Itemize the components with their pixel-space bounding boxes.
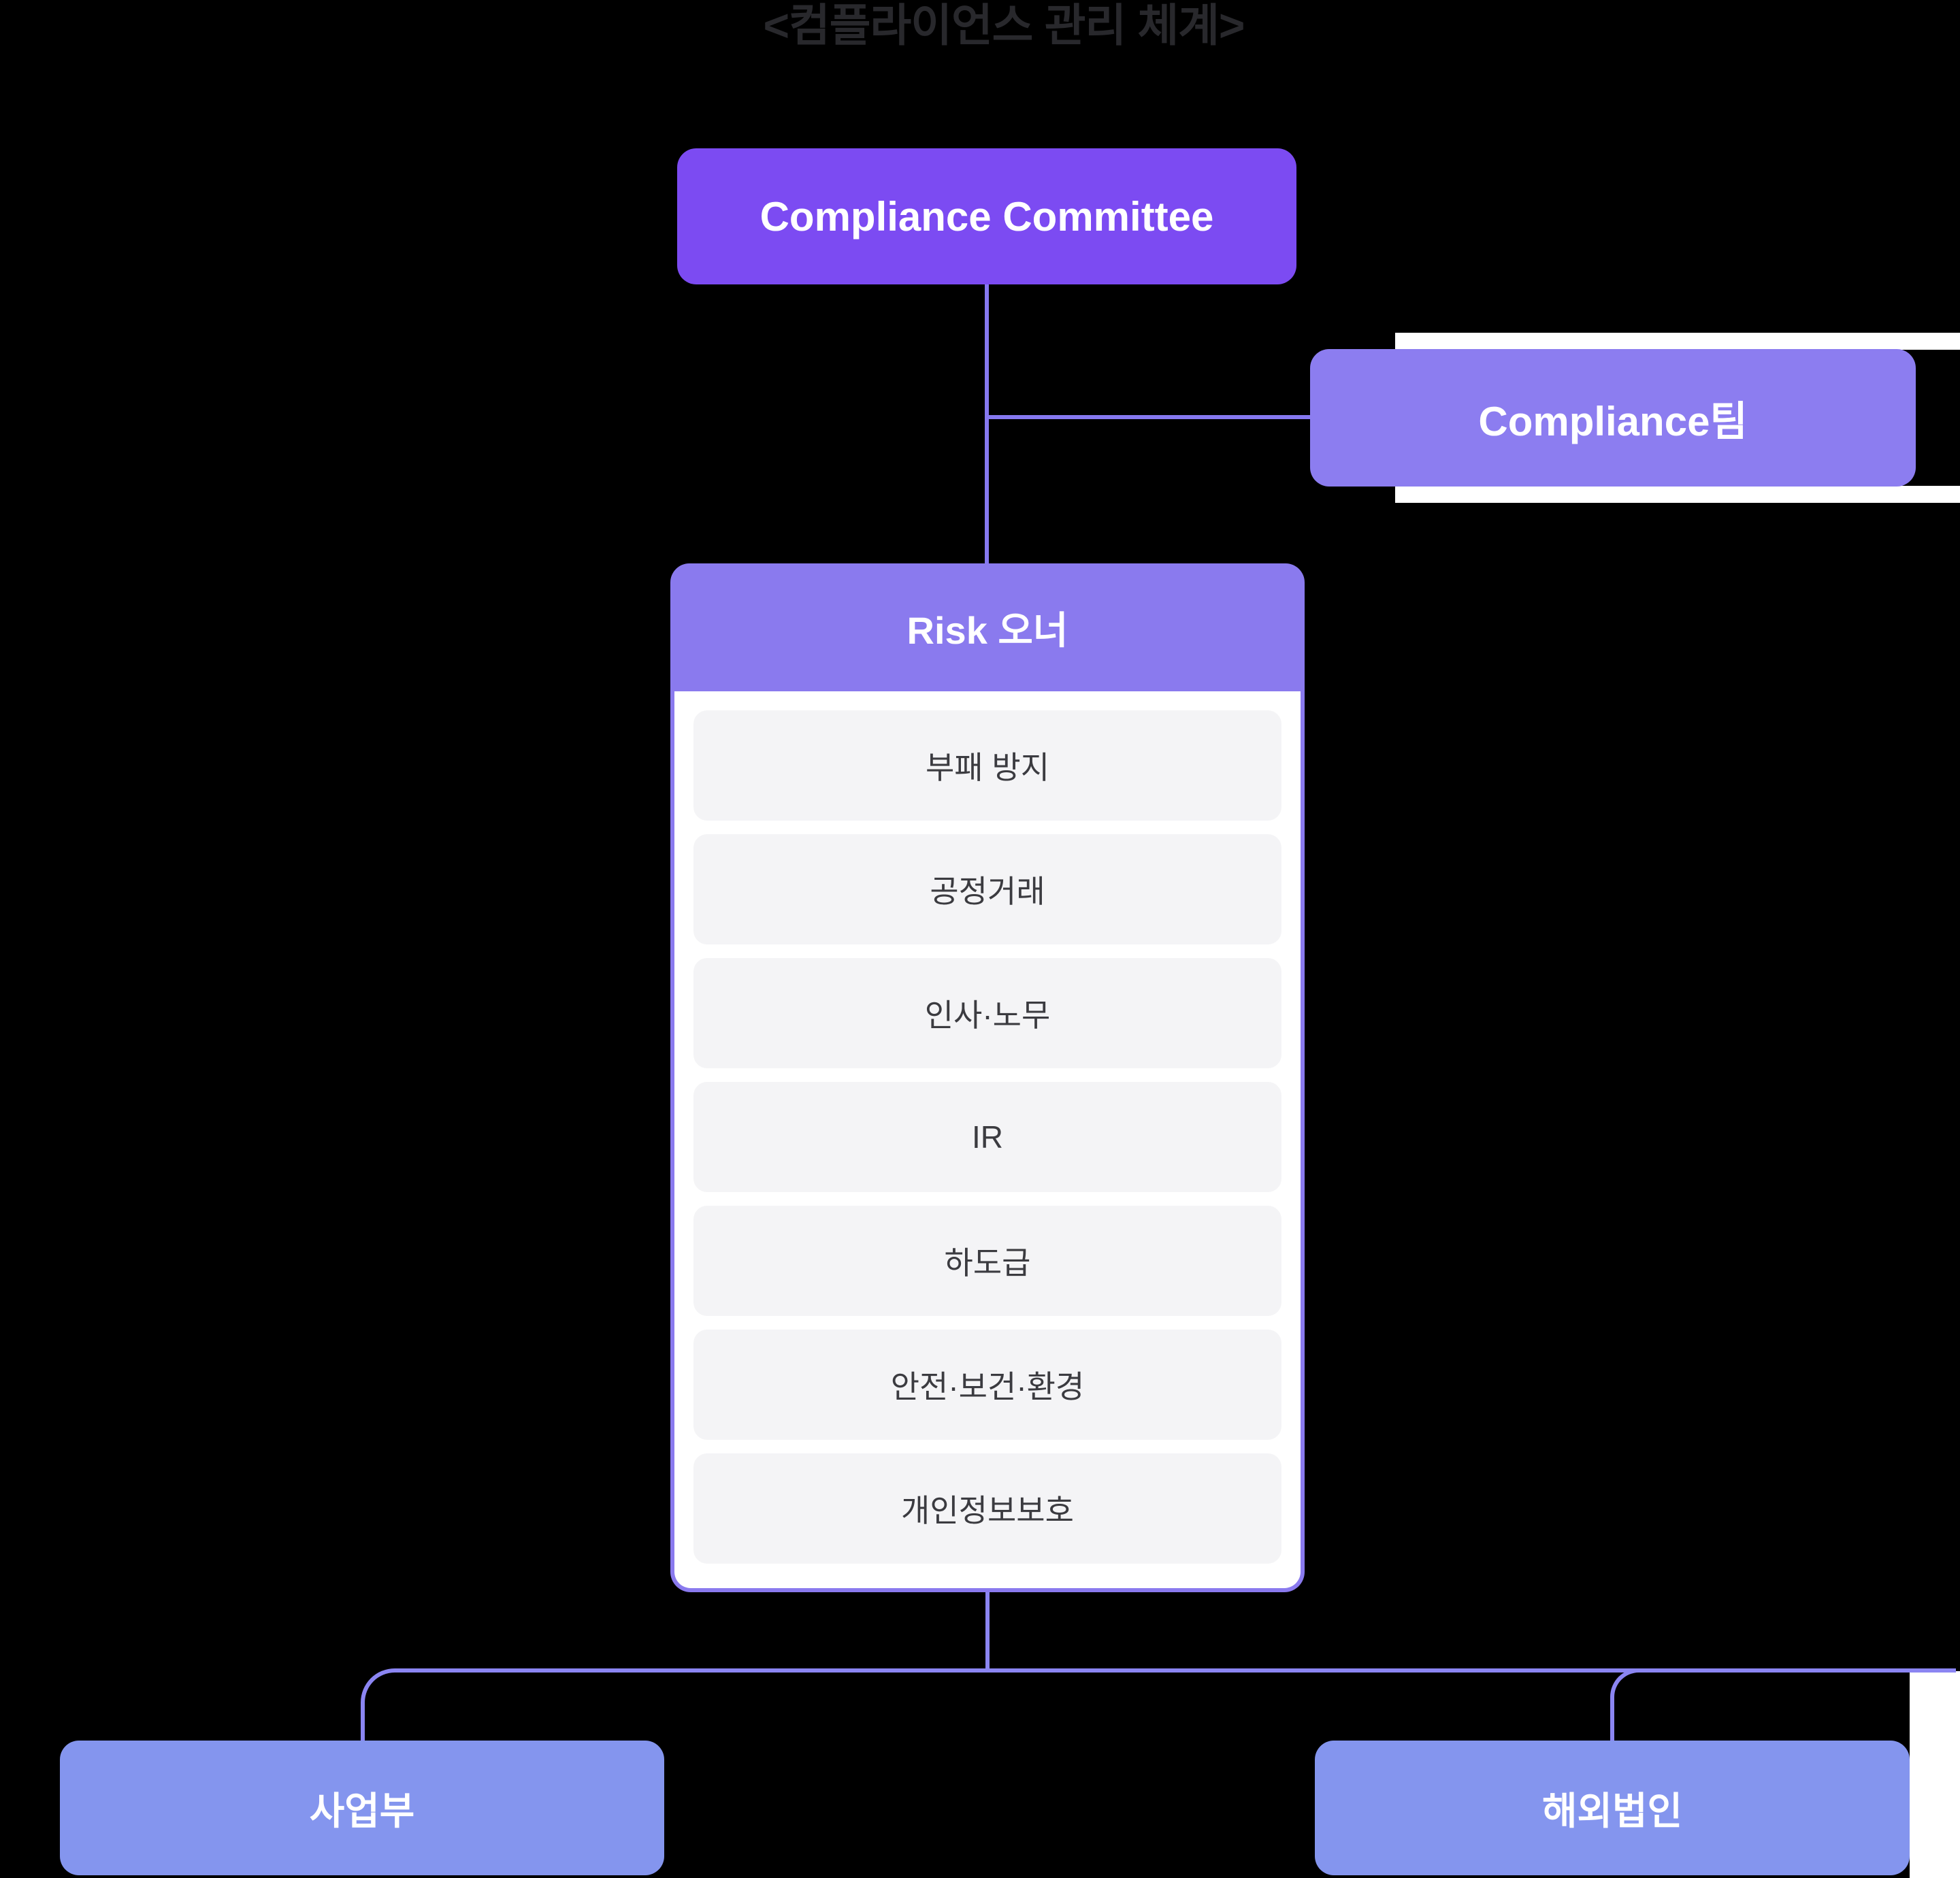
diagram-title: <컴플라이언스 관리 체계> xyxy=(763,0,1245,50)
risk-item-safety-health-environment: 안전·보건·환경 xyxy=(693,1330,1281,1440)
risk-item-hr-labor: 인사·노무 xyxy=(693,958,1281,1068)
node-business-division: 사업부 xyxy=(60,1741,664,1875)
background-gap-strip-above-team xyxy=(1395,333,1960,350)
risk-item-personal-data-protection: 개인정보보호 xyxy=(693,1453,1281,1564)
node-compliance-committee: Compliance Committee xyxy=(677,148,1296,284)
risk-owner-card-body: 부패 방지 공정거래 인사·노무 IR 하도급 안전·보건·환경 개인정보보호 xyxy=(670,691,1305,1592)
risk-item-label: 인사·노무 xyxy=(924,998,1051,1033)
risk-owner-card-header: Risk 오너 xyxy=(670,563,1305,691)
connector-overseas-drop xyxy=(1610,1668,1659,1741)
risk-item-subcontracting: 하도급 xyxy=(693,1206,1281,1316)
node-compliance-team: Compliance팀 xyxy=(1310,349,1916,487)
risk-item-anti-corruption: 부패 방지 xyxy=(693,710,1281,821)
connector-committee-to-risk-owner xyxy=(985,284,989,566)
risk-item-fair-trade: 공정거래 xyxy=(693,834,1281,944)
node-overseas-subsidiary: 해외법인 xyxy=(1315,1741,1910,1875)
connector-risk-card-to-bottom-rail xyxy=(985,1588,990,1673)
risk-item-label: 안전·보건·환경 xyxy=(890,1369,1085,1404)
node-business-division-label: 사업부 xyxy=(309,1789,415,1832)
connector-bottom-rail-and-business-drop xyxy=(361,1668,1956,1741)
node-compliance-team-label: Compliance팀 xyxy=(1478,398,1748,444)
risk-item-label: IR xyxy=(972,1119,1003,1155)
connector-branch-to-compliance-team xyxy=(987,415,1312,419)
node-compliance-committee-label: Compliance Committee xyxy=(760,193,1214,240)
risk-item-label: 하도급 xyxy=(944,1245,1031,1281)
risk-item-ir: IR xyxy=(693,1082,1281,1192)
risk-item-label: 개인정보보호 xyxy=(901,1493,1074,1528)
risk-owner-card: Risk 오너 부패 방지 공정거래 인사·노무 IR 하도급 안전·보건·환경… xyxy=(670,563,1305,1592)
risk-item-label: 공정거래 xyxy=(930,874,1045,909)
risk-owner-label: Risk 오너 xyxy=(906,608,1068,652)
background-gap-column-bottom-right xyxy=(1910,1671,1960,1878)
node-overseas-subsidiary-label: 해외법인 xyxy=(1541,1789,1683,1832)
background-gap-strip-below-team xyxy=(1395,486,1960,503)
risk-item-label: 부패 방지 xyxy=(925,750,1050,785)
